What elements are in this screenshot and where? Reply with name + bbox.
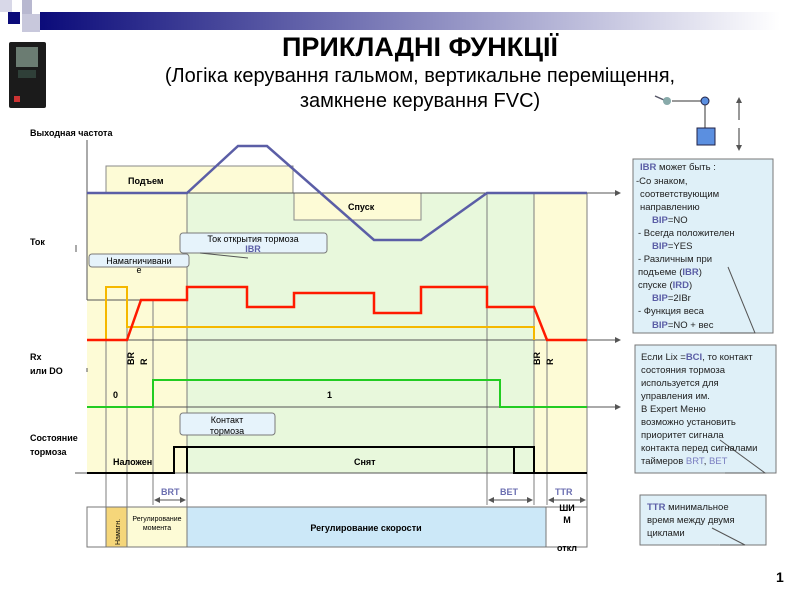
svg-text:приоритет сигнала: приоритет сигнала (641, 430, 724, 441)
svg-text:BIP=2IBr: BIP=2IBr (652, 293, 691, 304)
svg-text:спуске (IRD): спуске (IRD) (638, 280, 692, 291)
bci-note: Если Lix =BCI, то контакт состояния торм… (634, 344, 777, 474)
frequency-curve (87, 144, 587, 242)
phase-magnetizing: Намагн. (115, 519, 122, 545)
svg-text:Намагничивани: Намагничивани (106, 256, 171, 266)
slide-subtitle-1: (Логіка керування гальмом, вертикальне п… (165, 65, 675, 87)
svg-text:тормоза: тормоза (210, 426, 244, 436)
svg-text:циклами: циклами (647, 528, 685, 539)
svg-text:- Всегда положителен: - Всегда положителен (638, 228, 735, 239)
svg-text:направлению: направлению (640, 202, 700, 213)
svg-text:TTR минимальное: TTR минимальное (647, 502, 729, 513)
lower-box (293, 192, 422, 221)
lift-box (105, 165, 294, 194)
svg-text:IBR: IBR (245, 244, 261, 254)
region-pre-release (87, 193, 187, 473)
ibr-note: IBR может быть : -Со знаком, соответству… (632, 158, 774, 334)
svg-text:В Expert Меню: В Expert Меню (641, 404, 706, 415)
svg-text:используется для: используется для (641, 378, 719, 389)
svg-text:- Функция веса: - Функция веса (638, 306, 705, 317)
svg-text:е: е (136, 265, 141, 275)
svg-text:управления им.: управления им. (641, 391, 710, 402)
svg-text:время между двумя: время между двумя (647, 515, 735, 526)
r-label-start: R (139, 358, 149, 365)
header-decoration (0, 0, 780, 32)
svg-text:Ток открытия тормоза: Ток открытия тормоза (207, 234, 298, 244)
svg-text:BIP=NO: BIP=NO (652, 215, 688, 226)
logic-1: 1 (327, 390, 332, 400)
brt-timer-label: BRT (161, 487, 180, 497)
brake-state-signal (87, 446, 587, 474)
svg-text:соответствующим: соответствующим (640, 189, 719, 200)
svg-text:Если Lix =BCI, то контакт: Если Lix =BCI, то контакт (641, 352, 753, 363)
rx-axis-label-2: или DO (30, 366, 63, 376)
brake-state-label-1: Состояние (30, 433, 78, 443)
svg-text:контакта перед сигналами: контакта перед сигналами (641, 443, 757, 454)
page-number: 1 (776, 569, 784, 585)
slide-subtitle-2: замкнене керування FVC) (300, 90, 540, 112)
phase-off: откл (557, 543, 577, 553)
magnetizing-current-curve (105, 286, 535, 340)
rx-axis-label-1: Rx (30, 352, 42, 362)
phase-torque-1: Регулирование (132, 516, 181, 523)
r-label-end: R (545, 358, 555, 365)
phase-torque-2: момента (143, 525, 171, 532)
brake-state-label-2: тормоза (30, 447, 67, 457)
br-label-end: BR (532, 352, 542, 365)
svg-text:состояния тормоза: состояния тормоза (641, 365, 726, 376)
ttr-timer-label: TTR (555, 487, 573, 497)
svg-text:таймеров BRT, BET: таймеров BRT, BET (641, 456, 728, 467)
svg-text:подъеме (IBR): подъеме (IBR) (638, 267, 702, 278)
region-post (534, 193, 587, 473)
lower-label: Спуск (348, 202, 375, 212)
phase-speed: Регулирование скорости (310, 523, 421, 533)
control-phases-bar: Намагн. Регулирование момента Регулирова… (86, 503, 588, 553)
svg-text:IBR может быть :: IBR может быть : (640, 162, 716, 173)
svg-text:возможно установить: возможно установить (641, 417, 736, 428)
svg-text:BIP=YES: BIP=YES (652, 241, 692, 252)
motor-current-curve (87, 285, 587, 342)
ttr-note: TTR минимальное время между двумя циклам… (639, 494, 767, 546)
brake-applied-label: Наложен (113, 457, 152, 467)
brake-contact-callout: Контакт тормоза (179, 412, 276, 436)
freq-axis-label: Выходная частота (30, 128, 113, 138)
svg-text:BIP=NO + вес: BIP=NO + вес (652, 320, 714, 331)
phase-pwm-1: ШИ (559, 503, 575, 513)
hoist-icon (654, 95, 742, 151)
rx-do-signal (87, 379, 587, 408)
brake-release-current-callout: Ток открытия тормоза IBR (179, 232, 328, 259)
br-label-start: BR (126, 352, 136, 365)
lift-label: Подъем (128, 176, 164, 186)
current-axis-label: Ток (30, 237, 45, 247)
svg-text:-Со знаком,: -Со знаком, (636, 176, 688, 187)
bet-timer-label: BET (500, 487, 519, 497)
phase-pwm-2: М (563, 515, 571, 525)
brake-released-label: Снят (354, 457, 376, 467)
magnetizing-callout: Намагничивани е (88, 253, 190, 275)
logic-0: 0 (113, 390, 118, 400)
svg-text:- Различным при: - Различным при (638, 254, 712, 265)
drive-image (9, 42, 46, 108)
svg-text:Контакт: Контакт (211, 415, 243, 425)
slide-title: ПРИКЛАДНІ ФУНКЦІЇ (282, 32, 559, 62)
